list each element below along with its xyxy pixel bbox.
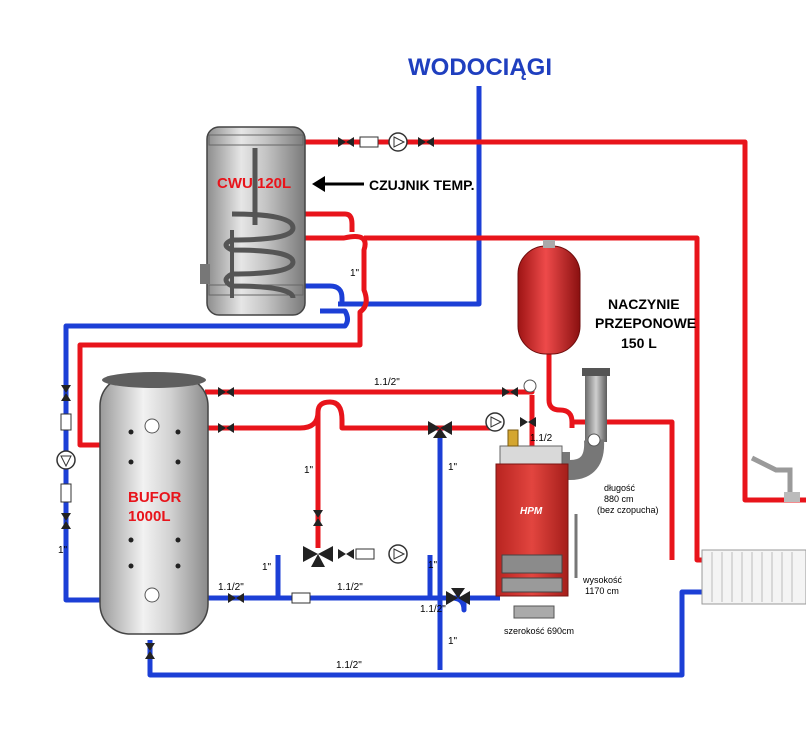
mix-loop-filter — [355, 548, 375, 560]
temp-sensor-label: CZUJNIK TEMP. — [369, 177, 475, 193]
expansion-link — [546, 353, 575, 428]
dhw-tank: CWU 120L — [200, 126, 306, 316]
left-loop-valve-top — [61, 385, 71, 401]
boiler-brand: HPM — [520, 506, 543, 517]
three-way-mix-valve — [303, 546, 333, 567]
buffer-thermometer-bottom — [144, 587, 160, 603]
height-label-2: 1170 cm — [585, 586, 619, 596]
boiler: HPM — [495, 368, 610, 619]
length-label-3: (bez czopucha) — [597, 505, 659, 515]
buffer-top-feed — [205, 385, 535, 395]
size-mix-return: 1.1/2" — [337, 582, 363, 593]
boiler-gauge — [587, 433, 601, 447]
expansion-label-1: NACZYNIE — [608, 296, 680, 312]
mix-loop-valve — [338, 549, 354, 559]
dhw-pump — [388, 132, 408, 152]
left-loop-pump — [56, 450, 76, 470]
buffer-mid-valve — [218, 423, 234, 433]
size-coil-link: 1" — [350, 268, 360, 279]
tap — [750, 455, 800, 502]
buffer-top-valve — [218, 387, 234, 397]
boiler-top-valve — [502, 387, 518, 397]
dhw-label: CWU 120L — [217, 175, 291, 192]
flue-elbow — [550, 439, 605, 480]
size-main-return: 1.1/2" — [336, 660, 362, 671]
buffer-drain-valve — [145, 643, 155, 659]
buffer-bottom-valve — [228, 593, 244, 603]
size-boiler-feed: 1.1/2 — [530, 433, 553, 444]
left-loop-filter — [60, 413, 72, 431]
size-return-riser: 1" — [448, 462, 458, 473]
boiler-pump — [485, 412, 505, 432]
flue-pipe — [585, 372, 607, 442]
length-label-2: 880 cm — [604, 494, 634, 504]
mix-loop-pump — [388, 544, 408, 564]
size-mix-bypass: 1" — [262, 562, 272, 573]
height-label-1: wysokość — [582, 575, 623, 585]
dhw-return-left — [63, 308, 350, 603]
size-mix-drop: 1" — [304, 465, 314, 476]
mix-drop-valve — [313, 510, 323, 526]
boiler-thermometer — [523, 379, 537, 393]
dhw-hot-out — [305, 139, 806, 503]
buffer-thermometer-top — [144, 418, 160, 434]
dhw-valve-2 — [418, 137, 434, 147]
length-label-1: długość — [604, 483, 636, 493]
boiler-return-valve — [446, 588, 470, 605]
left-loop-check — [60, 483, 72, 503]
buffer-bottom-check — [291, 592, 311, 604]
dhw-valve-1 — [338, 137, 354, 147]
expansion-label-3: 150 L — [621, 335, 657, 351]
dhw-filter — [359, 136, 379, 148]
water-supply-title: WODOCIĄGI — [408, 54, 552, 81]
temp-sensor-pointer: CZUJNIK TEMP. — [312, 176, 475, 193]
water-supply-pipe — [338, 86, 482, 307]
buffer-ports — [128, 429, 181, 569]
pipe-size-labels: 1" 1.1/2" 1.1/2 1" 1" 1" 1" 1" 1.1/2" 1.… — [58, 268, 553, 671]
size-boiler-riser: 1" — [448, 636, 458, 647]
width-label: szerokość 690cm — [504, 626, 574, 636]
size-boiler-return: 1.1/2" — [420, 604, 446, 615]
buffer-label-1: BUFOR — [128, 489, 181, 506]
buffer-label-2: 1000L — [128, 508, 171, 525]
radiator — [701, 549, 806, 605]
size-buffer-bottom: 1.1/2" — [218, 582, 244, 593]
size-buffer-top-feed: 1.1/2" — [374, 377, 400, 388]
expansion-label-2: PRZEPONOWE — [595, 315, 696, 331]
size-pump-loop: 1" — [428, 560, 438, 571]
boiler-mix-valve — [428, 421, 452, 438]
dhw-coil-in — [305, 211, 355, 232]
size-left-loop: 1" — [58, 545, 68, 556]
expansion-vessel: NACZYNIE PRZEPONOWE 150 L — [517, 240, 696, 355]
dhw-coil-return — [305, 283, 345, 304]
buffer-mid-feed — [205, 399, 500, 431]
boiler-feed-valve — [520, 417, 536, 427]
dhw-heating-out — [77, 234, 369, 448]
left-loop-valve-bottom — [61, 513, 71, 529]
buffer-tank: BUFOR 1000L — [99, 372, 209, 635]
